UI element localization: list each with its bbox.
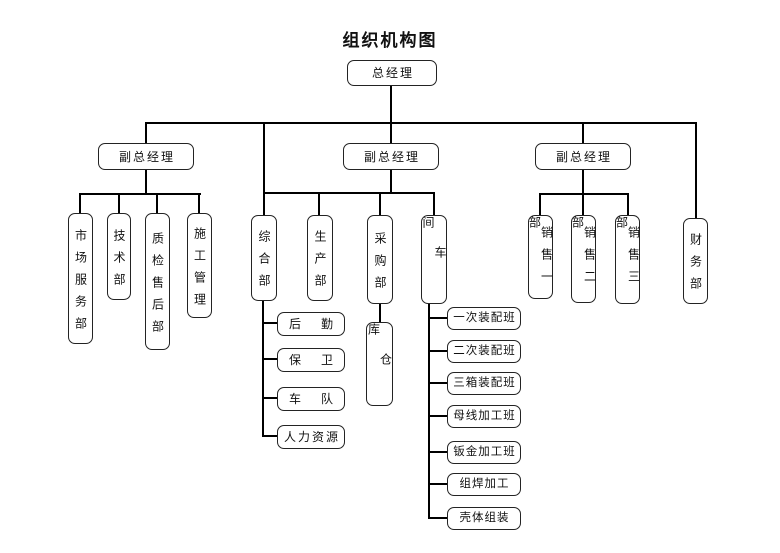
connector — [263, 192, 265, 216]
connector — [262, 301, 264, 437]
connector — [262, 397, 278, 399]
connector — [198, 193, 200, 214]
connector — [428, 483, 448, 485]
node-general-manager: 总经理 — [347, 60, 437, 86]
dept-sales-2: 销售二部 — [571, 215, 597, 303]
connector — [145, 170, 147, 195]
connector — [428, 350, 448, 352]
team-sheet-metal: 钣金加工班 — [447, 441, 521, 464]
connector — [582, 122, 584, 144]
connector — [262, 322, 278, 324]
dept-quality-aftersales: 质检售后部 — [145, 213, 170, 350]
unit-human-resources: 人力资源 — [277, 425, 345, 449]
node-deputy-gm-middle: 副总经理 — [343, 143, 439, 170]
dept-purchasing: 采购部 — [367, 215, 393, 304]
connector — [262, 358, 278, 360]
dept-technology: 技术部 — [107, 213, 131, 300]
dept-sales-1: 销售一部 — [528, 215, 554, 299]
unit-motor-pool: 车队 — [277, 387, 345, 411]
dept-workshop: 车间 — [421, 215, 447, 304]
team-welding: 组焊加工 — [447, 473, 521, 496]
connector — [695, 122, 697, 218]
connector — [428, 451, 448, 453]
connector — [428, 415, 448, 417]
connector — [263, 192, 435, 194]
connector — [539, 193, 541, 216]
dept-finance: 财务部 — [683, 218, 708, 304]
connector — [428, 517, 448, 519]
connector — [145, 122, 147, 144]
node-deputy-gm-left: 副总经理 — [98, 143, 194, 170]
connector — [428, 382, 448, 384]
connector — [627, 193, 629, 216]
team-assembly-1: 一次装配班 — [447, 307, 521, 330]
connector — [156, 193, 158, 214]
dept-sales-3: 销售三部 — [615, 215, 641, 304]
connector — [428, 303, 430, 518]
team-three-box-assembly: 三箱装配班 — [447, 372, 521, 395]
connector — [318, 192, 320, 216]
connector — [79, 193, 81, 214]
dept-market-service: 市场服务部 — [68, 213, 93, 344]
dept-general-affairs: 综合部 — [251, 215, 277, 301]
connector — [390, 122, 392, 144]
connector — [379, 192, 381, 216]
node-deputy-gm-right: 副总经理 — [535, 143, 631, 170]
dept-construction-mgmt: 施工管理 — [187, 213, 212, 318]
unit-logistics: 后勤 — [277, 312, 345, 336]
connector — [390, 86, 392, 124]
connector — [145, 122, 697, 124]
connector — [263, 122, 265, 194]
connector — [379, 303, 381, 323]
unit-warehouse: 仓库 — [366, 322, 393, 406]
chart-title: 组织机构图 — [342, 31, 438, 50]
connector — [433, 192, 435, 216]
unit-security: 保卫 — [277, 348, 345, 372]
connector — [582, 193, 584, 216]
connector — [390, 170, 392, 193]
team-shell-assembly: 壳体组装 — [447, 507, 521, 530]
connector — [539, 193, 629, 195]
team-busbar-processing: 母线加工班 — [447, 405, 521, 428]
connector — [582, 170, 584, 195]
connector — [79, 193, 201, 195]
team-assembly-2: 二次装配班 — [447, 340, 521, 363]
dept-production: 生产部 — [307, 215, 333, 301]
connector — [118, 193, 120, 214]
connector — [262, 435, 278, 437]
connector — [428, 317, 448, 319]
